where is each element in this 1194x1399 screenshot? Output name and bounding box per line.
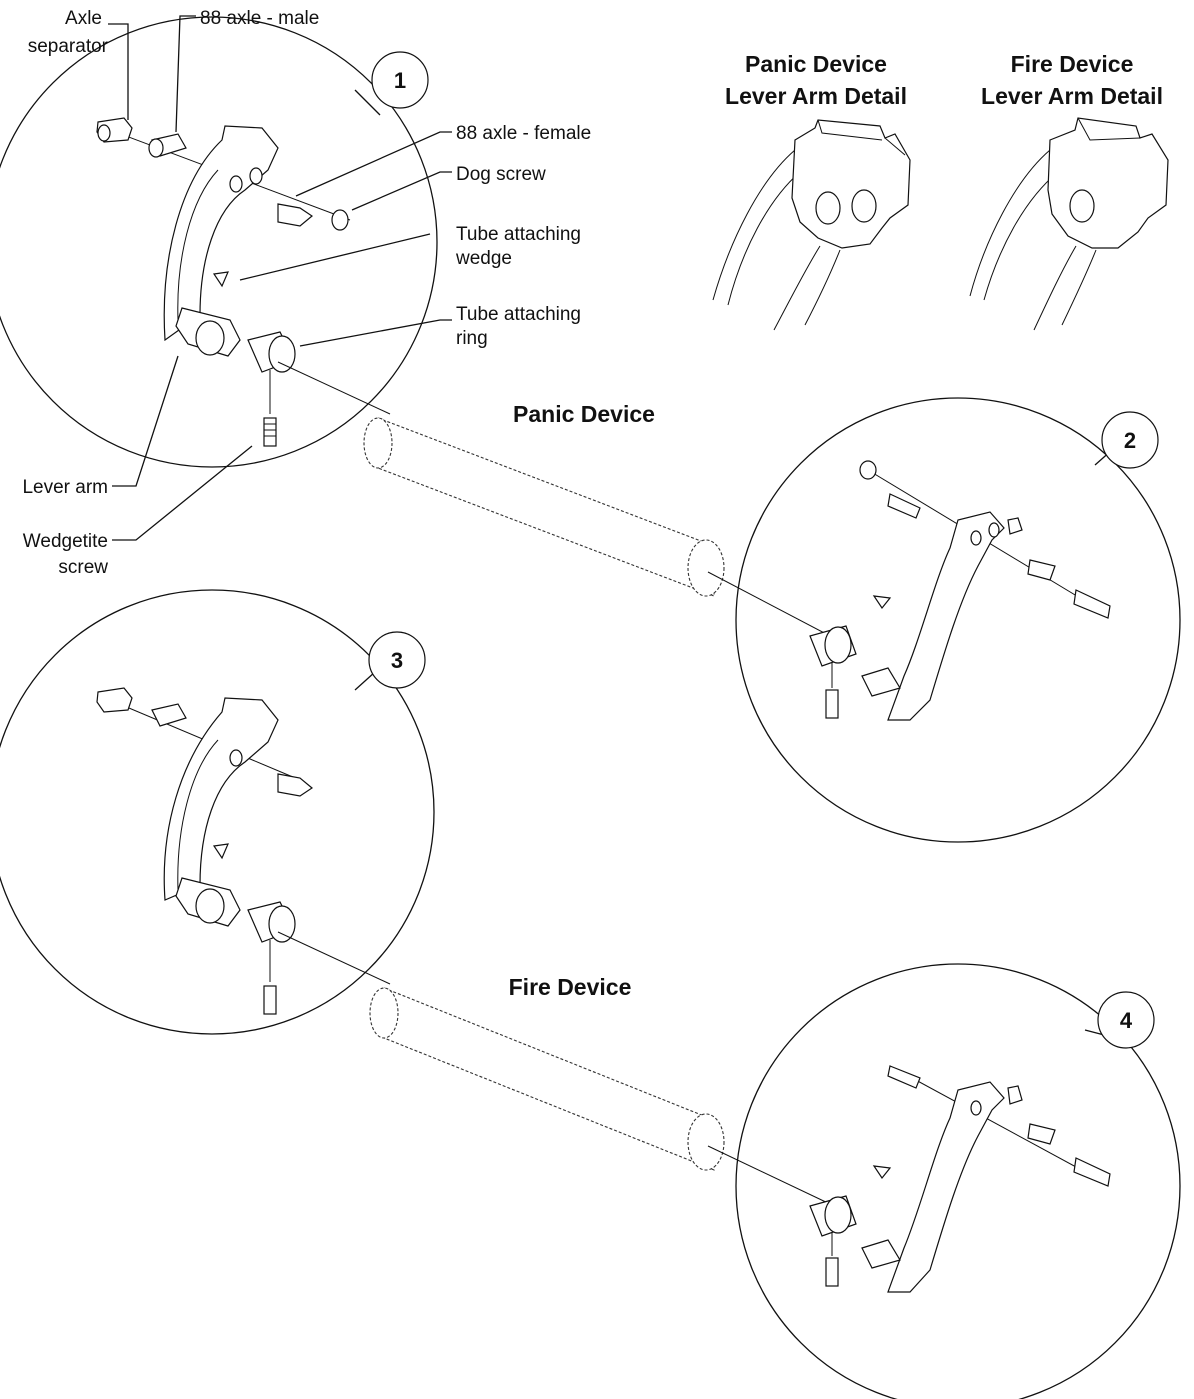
fire-device-heading: Fire Device	[509, 974, 632, 1000]
svg-text:Lever Arm Detail: Lever Arm Detail	[981, 83, 1163, 109]
label-axle-female: 88 axle - female	[456, 123, 591, 144]
detail-circle-1	[0, 16, 438, 468]
callout-1	[371, 51, 429, 109]
label-ring-line1: Tube attaching	[456, 304, 581, 325]
callout-2-number: 2	[1124, 428, 1136, 453]
label-wedgetite-line2: screw	[58, 557, 108, 578]
panic-device-tube	[363, 417, 831, 637]
label-axle-male: 88 axle - male	[200, 8, 319, 29]
label-dog-screw: Dog screw	[456, 164, 546, 185]
svg-text:Fire Device: Fire Device	[1011, 51, 1134, 77]
svg-text:Panic Device: Panic Device	[745, 51, 887, 77]
assembly-1-parts	[96, 117, 391, 447]
panic-detail-heading: Panic Device Lever Arm Detail	[725, 51, 907, 109]
svg-text:Lever Arm Detail: Lever Arm Detail	[725, 83, 907, 109]
panic-lever-arm-detail	[712, 119, 911, 331]
fire-lever-arm-detail	[969, 117, 1169, 331]
label-wedge-line1: Tube attaching	[456, 224, 581, 245]
panic-device-heading: Panic Device	[513, 401, 655, 427]
label-axle-separator-line1: Axle	[65, 8, 102, 29]
label-ring-line2: ring	[456, 328, 488, 349]
callout-4	[1097, 991, 1155, 1049]
fire-device-tube	[369, 987, 831, 1205]
label-lever-arm: Lever arm	[22, 477, 108, 498]
detail-circle-3	[0, 589, 435, 1035]
label-wedge-line2: wedge	[455, 248, 512, 269]
detail-circle-2	[735, 397, 1181, 843]
fire-detail-heading: Fire Device Lever Arm Detail	[981, 51, 1163, 109]
assembly-4-parts	[809, 1065, 1111, 1293]
callout-3	[368, 631, 426, 689]
label-wedgetite-line1: Wedgetite	[23, 531, 108, 552]
callout-2	[1101, 411, 1159, 469]
assembly-2-parts	[809, 460, 1111, 721]
detail-circle-4	[735, 963, 1181, 1399]
callout-3-number: 3	[391, 648, 403, 673]
callout-4-number: 4	[1120, 1008, 1133, 1033]
label-axle-separator-line2: separator	[28, 36, 109, 57]
assembly-3-parts	[96, 687, 391, 1015]
callout-1-number: 1	[394, 68, 406, 93]
leader-lines	[108, 15, 452, 541]
